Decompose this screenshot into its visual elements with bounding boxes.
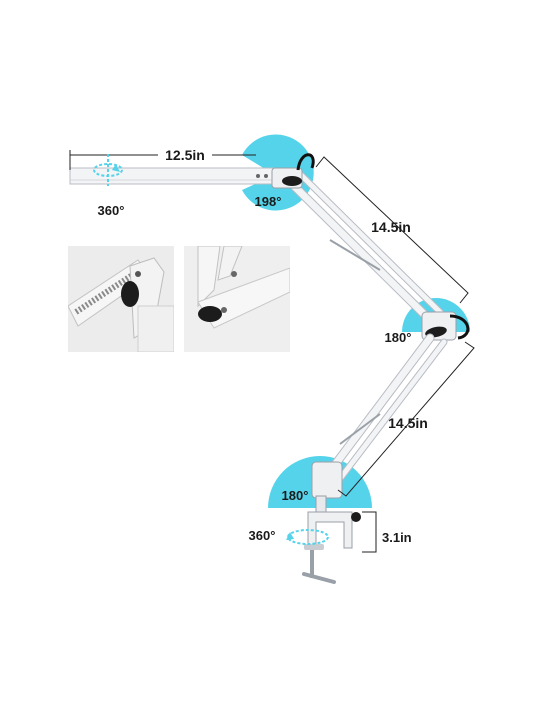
clamp-pad xyxy=(304,544,324,550)
base-rotation-icon xyxy=(286,529,329,545)
upper-arm-spring xyxy=(329,239,381,271)
base-joint-plate xyxy=(311,461,343,499)
head-rotation-label: 360° xyxy=(98,203,125,218)
head-rotation-icon xyxy=(93,154,123,186)
joint-closeup-image xyxy=(184,246,290,352)
head-joint-knob xyxy=(282,176,302,186)
head-screw xyxy=(264,174,268,178)
lower-arm-length-label: 14.5in xyxy=(388,415,428,431)
clamp-post xyxy=(315,495,327,513)
joint-closeup-image xyxy=(68,246,174,352)
lower-arm-rod xyxy=(318,334,434,486)
clamp-body xyxy=(307,511,353,549)
head-angle-label: 198° xyxy=(255,194,282,209)
base-angle-label: 180° xyxy=(282,488,309,503)
knob-joint-icon xyxy=(121,281,139,307)
power-cable xyxy=(449,314,470,340)
clamp-dimension-line xyxy=(362,511,377,553)
lower-arm-rod xyxy=(333,339,447,487)
clamp-lock-knob xyxy=(351,512,361,522)
upper-arm-length-label: 14.5in xyxy=(371,219,411,235)
upper-arm-rod xyxy=(295,169,449,321)
head-length-label: 12.5in xyxy=(165,147,205,163)
knob-joint-icon xyxy=(198,306,222,322)
clamp-handle xyxy=(302,572,336,584)
upper-arm-rod xyxy=(282,174,440,330)
head-screw xyxy=(256,174,260,178)
upper-arm-dimension-line xyxy=(315,156,469,304)
lower-arm-dimension-line xyxy=(337,341,475,497)
middle-angle-label: 180° xyxy=(385,330,412,345)
base-rotation-label: 360° xyxy=(249,528,276,543)
power-cable xyxy=(296,153,315,171)
clamp-opening-label: 3.1in xyxy=(382,530,412,545)
lower-arm-spring xyxy=(339,413,381,445)
